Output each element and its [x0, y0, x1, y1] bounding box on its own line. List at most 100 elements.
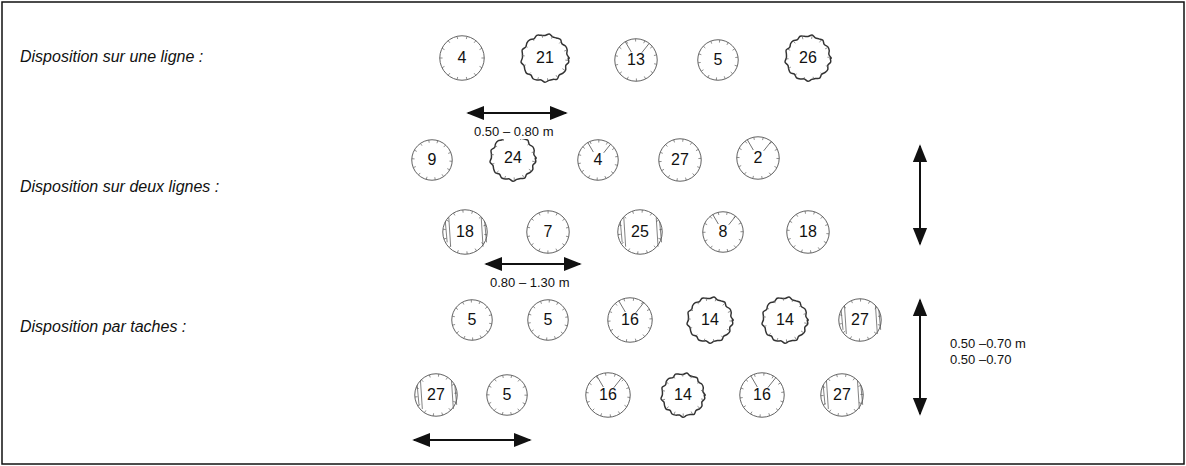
plant-circle: 27	[836, 296, 884, 344]
leaf-tick	[811, 36, 813, 39]
leaf-tick	[600, 413, 602, 416]
leaf-tick	[511, 375, 513, 378]
leaf-tick	[632, 211, 634, 214]
leaf-tick	[776, 158, 779, 159]
plant-number: 18	[784, 208, 832, 256]
leaf-tick	[523, 64, 526, 66]
leaf-tick	[626, 339, 627, 342]
leaf-tick	[456, 308, 458, 310]
leaf-tick	[502, 375, 504, 378]
leaf-tick	[734, 245, 736, 247]
leaf-tick	[522, 175, 523, 177]
leaf-tick	[666, 382, 668, 384]
leaf-tick	[589, 383, 591, 384]
leaf-tick	[647, 309, 649, 310]
leaf-tick	[827, 57, 830, 58]
leaf-tick	[441, 413, 443, 416]
leaf-tick	[539, 249, 540, 251]
leaf-tick	[510, 412, 512, 415]
hatch-line	[481, 217, 483, 246]
leaf-tick	[824, 241, 826, 242]
plant-circle: 5	[484, 372, 530, 418]
hatch-line	[660, 222, 662, 243]
hatch-line	[879, 310, 881, 330]
leaf-tick	[466, 36, 468, 39]
leaf-tick	[611, 171, 613, 173]
leaf-tick	[690, 309, 692, 310]
leaf-tick	[739, 223, 741, 224]
leaf-tick	[547, 78, 548, 81]
dimension-label: 0.50 –0.70 m	[948, 336, 1028, 351]
leaf-tick	[763, 316, 766, 317]
leaf-tick	[793, 245, 795, 247]
plant-circle: 7	[524, 208, 572, 256]
leaf-tick	[586, 392, 589, 393]
leaf-tick	[646, 250, 648, 253]
plant-circle: 24	[488, 133, 538, 183]
leaf-tick	[426, 177, 428, 180]
plant-number: 14	[760, 295, 810, 345]
leaf-tick	[821, 395, 824, 396]
leaf-tick	[764, 325, 767, 327]
leaf-tick	[768, 413, 770, 416]
leaf-tick	[706, 298, 707, 301]
plant-number: 18	[440, 207, 490, 257]
leaf-tick	[565, 316, 568, 317]
plant-number: 24	[488, 133, 538, 183]
leaf-tick	[769, 333, 771, 335]
plant-circle: 16	[737, 370, 787, 420]
hatch-line	[844, 306, 846, 334]
leaf-tick	[453, 213, 454, 215]
leaf-tick	[446, 220, 448, 222]
leaf-tick	[775, 149, 778, 150]
dimension-arrow	[414, 439, 530, 441]
leaf-tick	[644, 41, 645, 44]
dimension-arrow	[486, 263, 580, 265]
leaf-tick	[740, 397, 743, 398]
plant-circle: 2	[734, 134, 782, 182]
leaf-tick	[636, 78, 637, 81]
leaf-tick	[727, 249, 729, 252]
plant-number: 25	[615, 207, 665, 257]
hatch-line	[452, 381, 454, 409]
leaf-tick	[448, 73, 450, 75]
leaf-tick	[556, 213, 557, 215]
leaf-tick	[788, 238, 791, 240]
hatch-line	[826, 381, 828, 409]
leaf-tick	[727, 329, 729, 330]
leaf-tick	[429, 375, 431, 378]
plant-circle: 5	[449, 297, 495, 343]
leaf-tick	[753, 137, 755, 140]
leaf-tick	[788, 67, 790, 68]
leaf-tick	[780, 401, 783, 403]
leaf-tick	[523, 403, 525, 404]
leaf-tick	[611, 329, 613, 330]
leaf-tick	[578, 163, 581, 164]
leaf-tick	[518, 409, 520, 411]
plant-number: 7	[524, 208, 572, 256]
plant-circle: 21	[519, 32, 571, 84]
leaf-tick	[658, 238, 661, 240]
plant-circle: 25	[615, 207, 665, 257]
leaf-tick	[802, 37, 804, 40]
leaf-tick	[762, 137, 764, 140]
leaf-tick	[837, 413, 839, 416]
plant-number: 9	[409, 137, 455, 183]
leaf-tick	[529, 169, 531, 171]
leaf-tick	[781, 392, 784, 393]
leaf-tick	[697, 167, 700, 168]
leaf-tick	[495, 145, 497, 147]
leaf-tick	[774, 166, 776, 167]
leaf-tick	[457, 36, 459, 39]
leaf-tick	[605, 176, 606, 179]
leaf-tick	[502, 412, 504, 415]
plant-circle: 14	[760, 295, 810, 345]
leaf-tick	[614, 374, 616, 377]
leaf-tick	[703, 46, 705, 48]
leaf-tick	[805, 211, 806, 214]
plant-number: 13	[612, 36, 660, 84]
plant-number: 16	[605, 295, 655, 345]
leaf-tick	[813, 212, 815, 215]
leaf-tick	[698, 406, 700, 408]
